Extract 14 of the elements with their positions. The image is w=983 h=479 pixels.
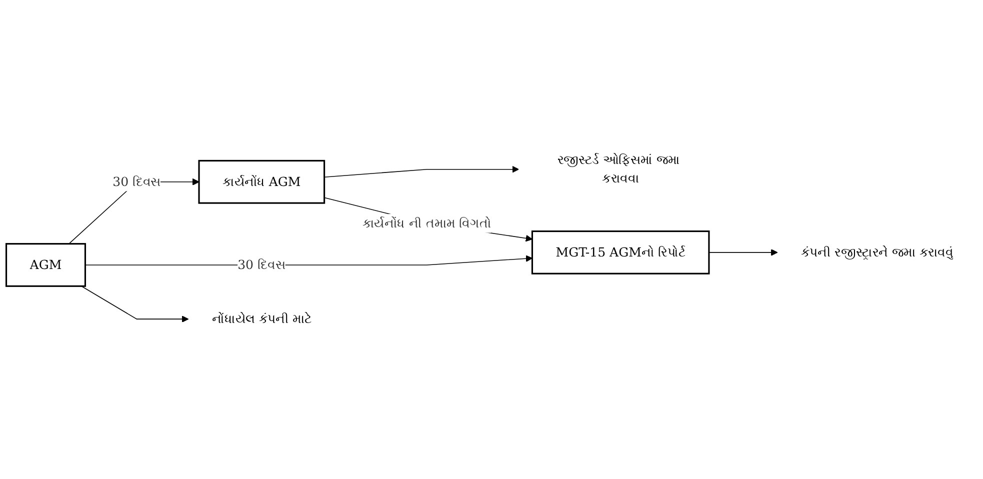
node-box: MGT-15 AGMનો રિપોર્ટ	[531, 230, 710, 274]
arrow	[324, 166, 519, 178]
node-text: કંપની રજીસ્ટ્રારને જમા કરાવવું	[800, 244, 954, 260]
node-box: કાર્યનોંધ AGM	[198, 160, 326, 204]
edge-label: 30 દિવસ	[112, 174, 161, 189]
arrow	[84, 255, 533, 266]
edge-label: કાર્યનોંધ ની તમામ વિગતો	[362, 216, 492, 230]
node-box: AGM	[5, 243, 86, 287]
arrow	[80, 286, 189, 323]
node-text: નોંધાયેલ કંપની માટે	[212, 311, 312, 326]
arrow	[708, 248, 778, 256]
arrow	[324, 197, 533, 242]
edge-label: 30 દિવસ	[238, 257, 286, 272]
node-text: રજીસ્ટર્ડ ઓફિસમાં જમા કરાવવા	[557, 152, 680, 186]
